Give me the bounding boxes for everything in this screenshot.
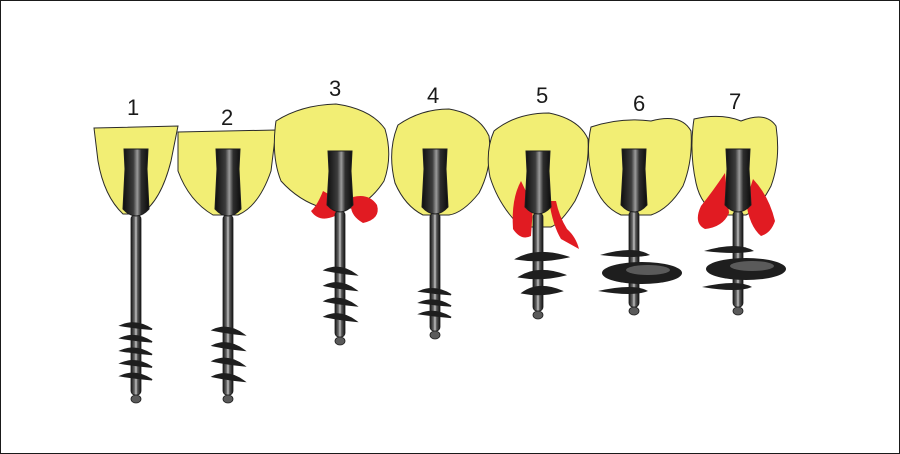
instrument-1-thread: [118, 360, 153, 368]
tooth-7-lesion: [697, 173, 775, 236]
instrument-5-tip: [532, 310, 544, 320]
instrument-6-disc-highlight: [626, 265, 670, 275]
instrument-7-disc-highlight: [730, 261, 774, 271]
instrument-2-thread: [210, 357, 247, 367]
tooth-7-label: 7: [729, 89, 741, 114]
instrument-2-head: [214, 148, 242, 217]
instrument-7-thread: [702, 283, 752, 290]
instrument-1-thread: [118, 322, 153, 331]
instrument-3-tip: [334, 336, 346, 346]
instrument-2-tip: [222, 394, 234, 404]
instrument-1-tip: [130, 394, 142, 404]
tooth-1-label: 1: [127, 95, 139, 120]
instrument-4-thread: [417, 288, 452, 296]
instrument-4-head: [421, 148, 449, 215]
instrument-1-thread: [118, 372, 153, 381]
tooth-4-label: 4: [427, 83, 439, 108]
instrument-5-thread: [517, 269, 567, 280]
instrument-5-thread: [514, 251, 571, 262]
instrument-2-shaft: [222, 214, 234, 396]
instrument-3-thread: [322, 282, 359, 292]
tooth-5-label: 5: [536, 83, 548, 108]
instrument-1: [118, 148, 153, 404]
instrument-7-tip: [732, 306, 744, 316]
tooth-2-label: 2: [221, 105, 233, 130]
instrument-1-head: [122, 148, 150, 217]
instrument-4-thread: [417, 310, 452, 319]
instrument-5: [514, 150, 571, 320]
instrument-5-head: [524, 150, 552, 215]
instrument-3: [322, 150, 359, 346]
instrument-6-thread: [600, 250, 650, 257]
instrument-2-thread: [210, 373, 247, 383]
instrument-6-head: [620, 148, 648, 213]
instrument-4-tip: [429, 330, 441, 340]
instrument-2: [210, 148, 247, 404]
instrument-2-thread: [210, 326, 247, 336]
instrument-7-head: [724, 148, 752, 213]
tooth-3-label: 3: [329, 76, 341, 101]
tooth-6-label: 6: [633, 91, 645, 116]
instruments-layer: [118, 148, 786, 404]
instrument-1-thread: [118, 347, 153, 356]
instrument-2-thread: [210, 342, 247, 352]
instrument-3-thread: [322, 266, 359, 276]
instrument-6: [598, 148, 682, 316]
instrument-7: [702, 148, 786, 316]
instrument-1-thread: [118, 334, 153, 343]
instrument-6-tip: [628, 306, 640, 316]
instrument-4-thread: [417, 299, 452, 307]
instrument-5-thread: [520, 285, 564, 296]
instrument-3-head: [326, 150, 354, 213]
instrument-3-thread: [322, 313, 359, 323]
instrument-3-thread: [322, 297, 359, 307]
instrument-6-thread: [598, 287, 648, 294]
instrument-7-thread: [704, 246, 754, 253]
instrument-4: [417, 148, 452, 340]
instrument-5-shaft: [532, 212, 544, 312]
instrument-1-shaft: [130, 214, 142, 396]
tooth-5-lesion: [512, 181, 579, 249]
